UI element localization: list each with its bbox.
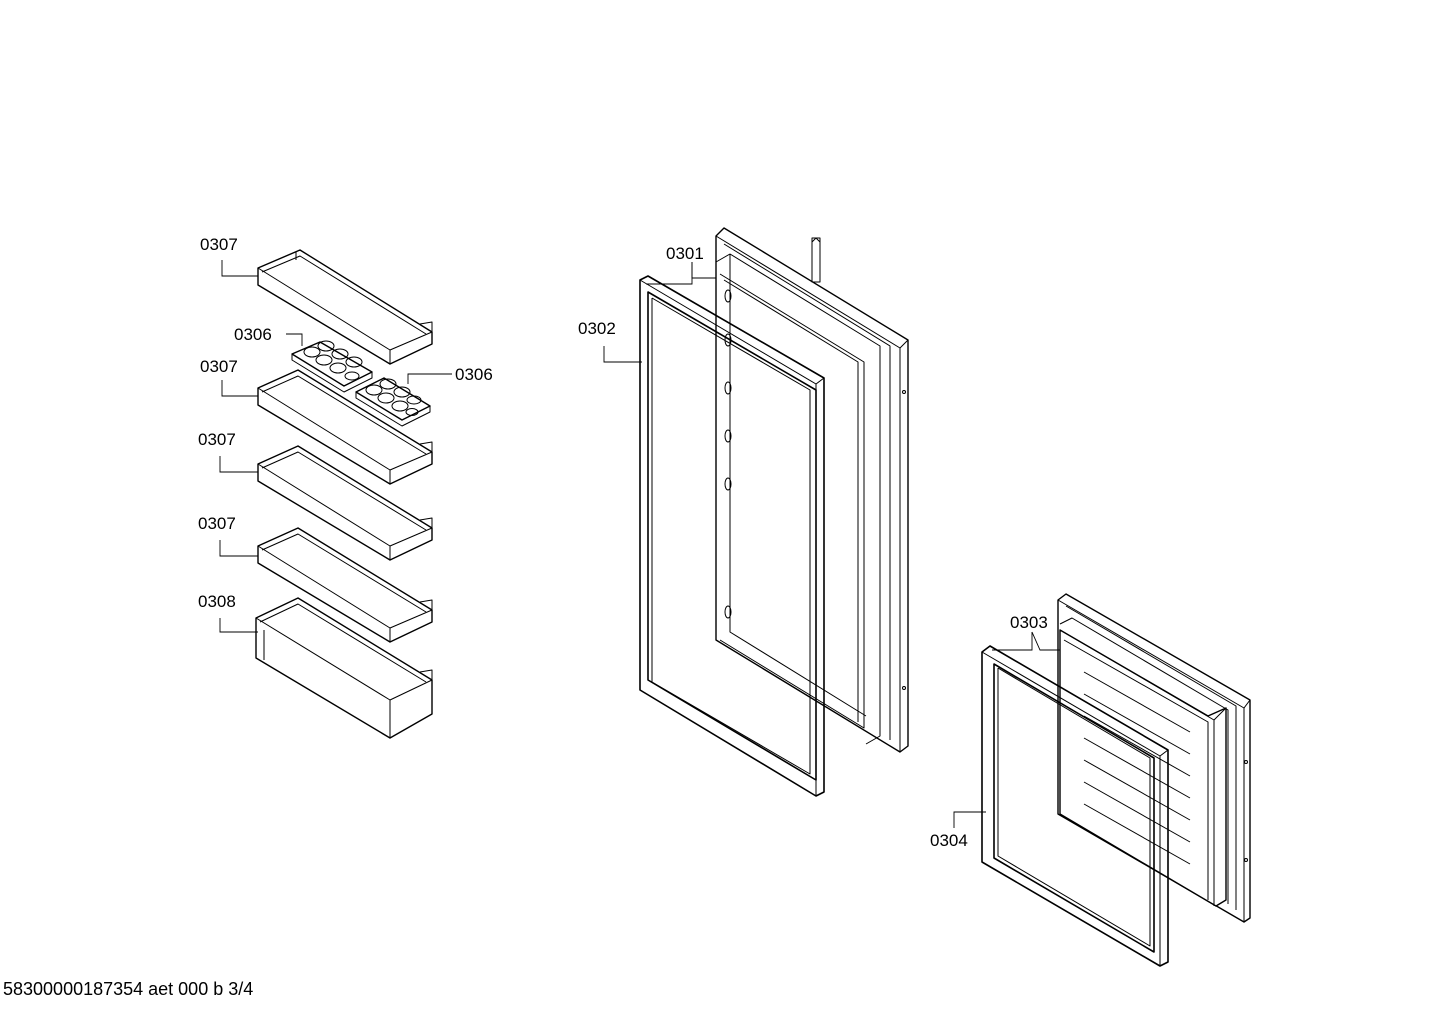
- egg-tray-left: [291, 340, 373, 393]
- leader-lines: [219, 260, 1060, 828]
- bottle-bin: [255, 597, 433, 739]
- label-fridge-door: 0301: [666, 244, 704, 263]
- door-shelf-1: [257, 249, 433, 365]
- document-footer-code: 58300000187354 aet 000 b 3/4: [3, 979, 254, 999]
- label-bottle-bin: 0308: [198, 592, 236, 611]
- label-shelf-3: 0307: [198, 430, 236, 449]
- label-freezer-gasket: 0304: [930, 831, 968, 850]
- label-shelf-4: 0307: [198, 514, 236, 533]
- label-fridge-gasket: 0302: [578, 319, 616, 338]
- fridge-door-panel: [715, 227, 909, 753]
- label-egg-tray-right: 0306: [455, 365, 493, 384]
- door-shelf-4: [257, 527, 433, 643]
- label-egg-tray-left: 0306: [234, 325, 272, 344]
- fridge-door-gasket: [639, 275, 825, 797]
- egg-tray-right: [355, 377, 431, 427]
- door-shelf-3: [257, 445, 433, 561]
- label-shelf-2: 0307: [200, 357, 238, 376]
- door-shelf-2: [257, 369, 433, 485]
- freezer-door-gasket: [981, 645, 1169, 967]
- label-freezer-door: 0303: [1010, 613, 1048, 632]
- label-shelf-1: 0307: [200, 235, 238, 254]
